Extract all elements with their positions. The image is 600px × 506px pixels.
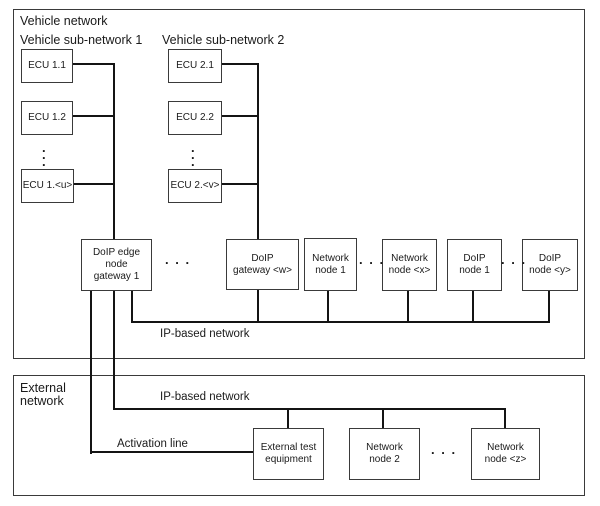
vehicle-network-title: Vehicle network xyxy=(20,14,108,28)
node-ecu-2-v: ECU 2.<v> xyxy=(168,169,222,203)
drop-exttest-ip xyxy=(287,408,289,428)
node-ecu-1-1: ECU 1.1 xyxy=(21,49,73,83)
link-ecu21-bus2 xyxy=(220,63,259,65)
bus-subnetwork-1 xyxy=(113,63,115,240)
link-ecu1u-bus1 xyxy=(71,183,115,185)
vehicle-ip-network-label: IP-based network xyxy=(160,328,250,340)
drop-doipnodey-ip xyxy=(548,288,550,323)
ellipsis-subnetwork-1: . . . xyxy=(42,140,46,169)
activation-line-label: Activation line xyxy=(117,438,188,450)
link-ecu2v-bus2 xyxy=(220,183,259,185)
vehicle-ip-backbone-line xyxy=(131,321,550,323)
ellipsis-external-nodes: . . . xyxy=(431,442,457,457)
vehicle-subnetwork-2-title: Vehicle sub-network 2 xyxy=(162,33,285,47)
bus-subnetwork-2 xyxy=(257,63,259,241)
node-ecu-1-2: ECU 1.2 xyxy=(21,101,73,135)
ellipsis-network-nodes: . . . xyxy=(359,252,385,267)
drop-gatewayw-ip xyxy=(257,287,259,323)
node-external-test-equipment: External test equipment xyxy=(253,428,324,480)
activation-line xyxy=(90,451,253,453)
gateway1-activation-down-line xyxy=(90,288,92,454)
ellipsis-gateways: . . . xyxy=(165,252,191,267)
drop-netnodez-ip xyxy=(504,408,506,429)
node-network-node-2: Network node 2 xyxy=(349,428,420,480)
ellipsis-subnetwork-2: . . . xyxy=(191,140,195,169)
node-ecu-2-2: ECU 2.2 xyxy=(168,101,222,135)
external-ip-backbone-line xyxy=(113,408,506,410)
link-ecu22-bus2 xyxy=(220,115,259,117)
external-network-box xyxy=(13,375,585,496)
node-doip-edge-gateway-1: DoIP edge node gateway 1 xyxy=(81,239,152,291)
drop-doipnode1-ip xyxy=(472,288,474,323)
vehicle-subnetwork-1-title: Vehicle sub-network 1 xyxy=(20,33,143,47)
vehicle-network-box xyxy=(13,9,585,359)
link-ecu11-bus1 xyxy=(71,63,115,65)
link-ecu12-bus1 xyxy=(71,115,115,117)
node-ecu-1-u: ECU 1.<u> xyxy=(21,169,74,203)
drop-netnode1-ip xyxy=(327,288,329,323)
node-network-node-x: Network node <x> xyxy=(382,239,437,291)
drop-gateway1-ip xyxy=(131,288,133,323)
node-doip-node-1: DoIP node 1 xyxy=(447,239,502,291)
gateway1-external-ip-down-line xyxy=(113,288,115,410)
external-ip-network-label: IP-based network xyxy=(160,391,250,403)
ellipsis-doip-nodes: . . . xyxy=(501,252,527,267)
node-ecu-2-1: ECU 2.1 xyxy=(168,49,222,83)
drop-netnodex-ip xyxy=(407,288,409,323)
node-network-node-z: Network node <z> xyxy=(471,428,540,480)
external-network-title: External network xyxy=(20,381,66,408)
node-doip-gateway-w: DoIP gateway <w> xyxy=(226,239,299,290)
node-doip-node-y: DoIP node <y> xyxy=(522,239,578,291)
drop-netnode2-ip xyxy=(382,408,384,428)
node-network-node-1: Network node 1 xyxy=(304,238,357,291)
